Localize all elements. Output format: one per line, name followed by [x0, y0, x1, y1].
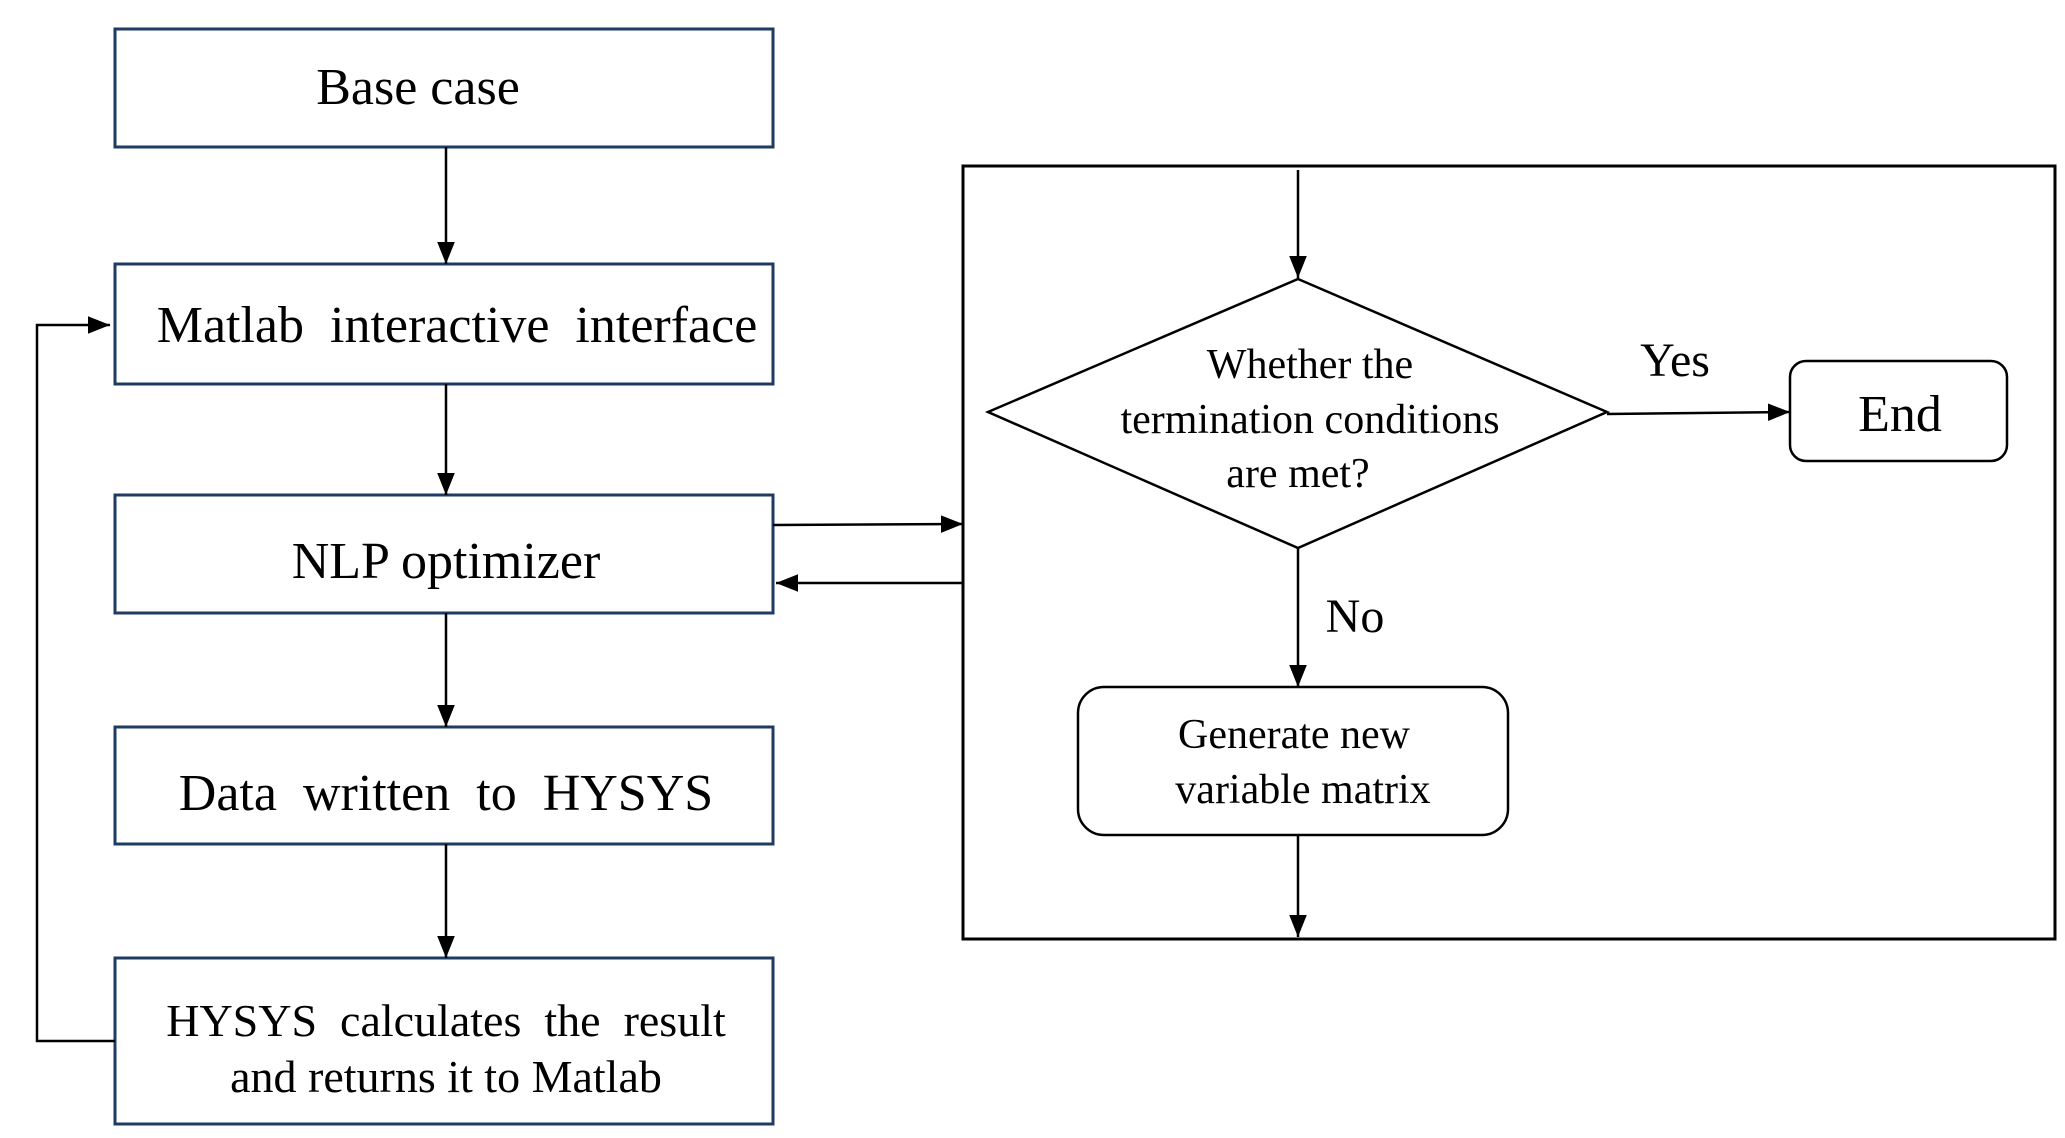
node-matlab-interface: Matlab interactive interface	[113, 262, 775, 386]
node-generate-line2: variable matrix	[1175, 767, 1430, 813]
node-nlp-optimizer: NLP optimizer	[113, 493, 775, 615]
node-generate-matrix: Generate new variable matrix	[1076, 685, 1510, 837]
node-decision-line2: termination conditions	[1120, 397, 1499, 443]
node-end: End	[1788, 359, 2009, 463]
edge-hysys-feedback-loop	[35, 316, 115, 1043]
node-decision: Whether the termination conditions are m…	[984, 277, 1611, 550]
node-hysys-calculates-line1: HYSYS calculates the result	[166, 995, 726, 1046]
node-base-case-label: Base case	[316, 59, 520, 116]
edge-no-label: No	[1326, 590, 1385, 643]
node-data-written: Data written to HYSYS	[113, 725, 775, 846]
node-base-case: Base case	[113, 27, 775, 149]
node-hysys-calculates-line2: and returns it to Matlab	[230, 1051, 662, 1102]
edge-nlp-to-panel	[772, 515, 964, 533]
node-decision-line3: are met?	[1226, 451, 1369, 497]
edge-decision-yes	[1606, 403, 1791, 422]
optimizer-panel-frame	[961, 164, 2057, 941]
node-matlab-interface-label: Matlab interactive interface	[157, 297, 758, 354]
node-hysys-calculates: HYSYS calculates the result and returns …	[113, 956, 775, 1126]
node-end-label: End	[1858, 386, 1942, 443]
node-generate-line1: Generate new	[1178, 712, 1411, 758]
node-data-written-label: Data written to HYSYS	[179, 765, 713, 822]
edge-yes-label: Yes	[1640, 334, 1710, 387]
node-decision-line1: Whether the	[1207, 342, 1413, 388]
node-nlp-optimizer-label: NLP optimizer	[292, 533, 601, 590]
